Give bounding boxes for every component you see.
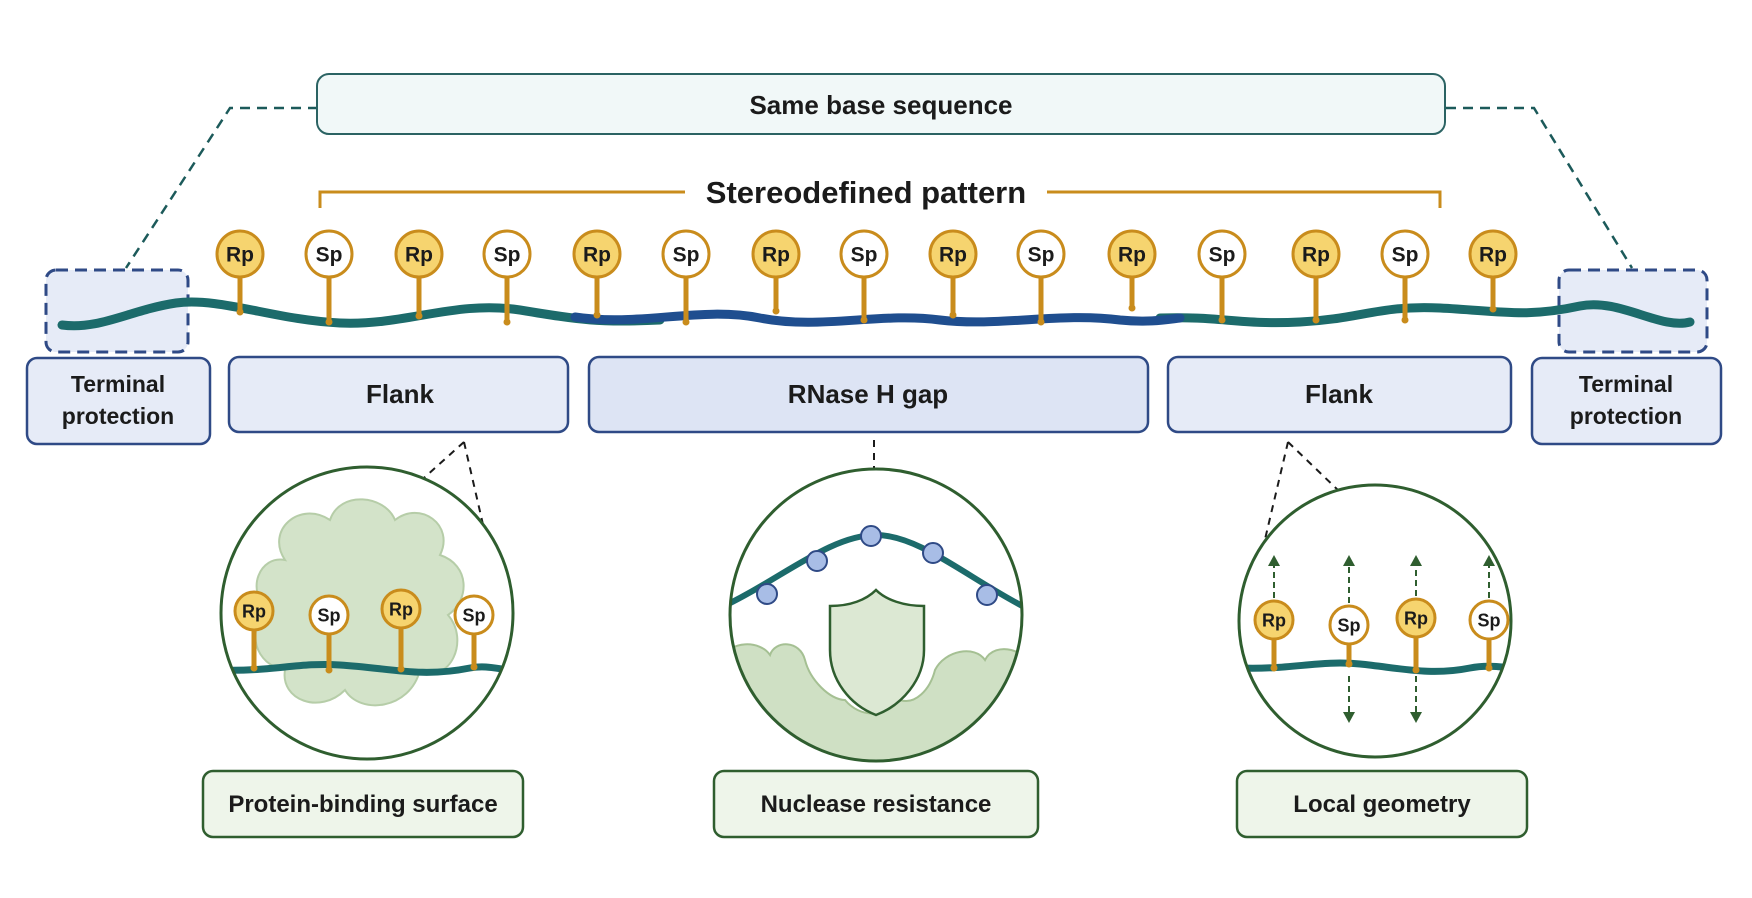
stereocenter-rp: Rp — [215, 229, 265, 316]
terminal-left-label-1: Terminal — [71, 371, 165, 397]
inset-protein: Rp Sp Rp Sp — [219, 465, 515, 761]
stereocenter-label: Rp — [405, 244, 433, 267]
arrow-down-icon — [1410, 712, 1422, 723]
stereodefined-label: Stereodefined pattern — [706, 175, 1026, 210]
stereocenter-label: Sp — [1209, 244, 1236, 267]
stereocenter-label: Rp — [762, 244, 790, 267]
stereocenter-sp: Sp — [661, 229, 711, 326]
main-stereocenters: Rp Sp Rp Sp Rp Sp Rp Sp Rp Sp Rp Sp Rp Sp Rp — [215, 229, 1518, 326]
inset-nuclease — [728, 467, 1024, 763]
nuclease-resistance-label: Nuclease resistance — [761, 791, 992, 818]
stereocenter-label: Rp — [389, 599, 413, 619]
protein-stereocenter-rp: Rp — [380, 588, 422, 673]
stereocenter-sp: Sp — [1197, 229, 1247, 324]
region-terminal-left: Terminal protection — [25, 356, 212, 446]
geometry-stereocenter-sp: Sp — [1468, 599, 1510, 672]
stereocenter-label: Rp — [1404, 608, 1428, 628]
region-terminal-right: Terminal protection — [1530, 356, 1723, 446]
geometry-stereocenter-sp: Sp — [1328, 604, 1370, 668]
protein-stereocenter-sp: Sp — [453, 594, 495, 671]
stereocenter-label: Sp — [1028, 244, 1055, 267]
same-sequence-box: Same base sequence — [316, 73, 1446, 135]
gap-label: RNase H gap — [788, 379, 948, 409]
stereocenter-label: Rp — [242, 601, 266, 621]
geometry-arrows — [1268, 555, 1495, 723]
arrow-up-icon — [1483, 555, 1495, 566]
terminal-right-label-2: protection — [1570, 403, 1682, 429]
stereocenter-label: Rp — [1118, 244, 1146, 267]
stereocenter-label: Rp — [1262, 610, 1286, 630]
label-local-geometry: Local geometry — [1235, 769, 1529, 839]
flank-left-label: Flank — [366, 379, 434, 409]
region-flank-left: Flank — [227, 355, 570, 434]
stereocenter-label: Sp — [494, 244, 521, 267]
stereodefined-bracket: Stereodefined pattern — [318, 175, 1442, 210]
stereocenter-label: Sp — [316, 244, 343, 267]
terminal-right-label-1: Terminal — [1579, 371, 1673, 397]
arrow-up-icon — [1268, 555, 1280, 566]
geometry-stereocenter-rp: Rp — [1395, 597, 1437, 674]
label-nuclease-resistance: Nuclease resistance — [712, 769, 1040, 839]
protein-stereocenter-rp: Rp — [233, 590, 275, 672]
stereocenter-label: Sp — [462, 605, 485, 625]
stereocenter-sp: Sp — [482, 229, 532, 326]
protein-stereocenters: Rp Sp Rp Sp — [233, 588, 495, 674]
region-flank-right: Flank — [1166, 355, 1513, 434]
stereocenter-label: Sp — [673, 244, 700, 267]
gap-segment — [570, 309, 1185, 327]
stereocenter-label: Rp — [939, 244, 967, 267]
stereocenter-label: Rp — [1302, 244, 1330, 267]
stereocenter-label: Sp — [317, 605, 340, 625]
stereocenter-rp: Rp — [572, 229, 622, 319]
protein-blob — [254, 498, 465, 707]
label-protein-binding: Protein-binding surface — [201, 769, 525, 839]
terminal-left-dash-box — [44, 268, 190, 354]
stereocenter-rp: Rp — [928, 229, 978, 319]
local-geometry-label: Local geometry — [1293, 791, 1471, 818]
stereocenter-sp: Sp — [304, 229, 354, 326]
stereocenter-label: Sp — [1337, 615, 1360, 635]
stereocenter-label: Rp — [226, 244, 254, 267]
geometry-stereocenter-rp: Rp — [1253, 599, 1295, 672]
arrow-down-icon — [1343, 712, 1355, 723]
stereocenter-label: Sp — [851, 244, 878, 267]
geometry-stereocenters: Rp Sp Rp Sp — [1253, 597, 1510, 674]
protein-binding-label: Protein-binding surface — [228, 791, 497, 818]
stereocenter-rp: Rp — [1291, 229, 1341, 324]
stereocenter-label: Sp — [1477, 610, 1500, 630]
region-gap: RNase H gap — [587, 355, 1150, 434]
protein-inset-strand — [221, 660, 513, 676]
flank-right-label: Flank — [1305, 379, 1373, 409]
stereocenter-sp: Sp — [1380, 229, 1430, 324]
arrow-up-icon — [1410, 555, 1422, 566]
stereocenter-rp: Rp — [394, 229, 444, 320]
terminal-left-label-2: protection — [62, 403, 174, 429]
same-sequence-label: Same base sequence — [749, 90, 1012, 120]
stereocenter-sp: Sp — [839, 229, 889, 324]
stereocenter-rp: Rp — [1468, 229, 1518, 313]
right-connector — [1446, 106, 1634, 269]
protein-stereocenter-sp: Sp — [308, 594, 350, 674]
shield-icon — [828, 588, 926, 717]
arrow-up-icon — [1343, 555, 1355, 566]
stereocenter-label: Rp — [1479, 244, 1507, 267]
strand-backbone — [57, 297, 1695, 331]
stereocenter-rp: Rp — [751, 229, 801, 315]
stereocenter-sp: Sp — [1016, 229, 1066, 326]
left-connector — [124, 106, 318, 269]
stereocenter-label: Sp — [1392, 244, 1419, 267]
inset-geometry: Rp Sp Rp Sp — [1237, 483, 1513, 759]
stereocenter-rp: Rp — [1107, 229, 1157, 312]
stereocenter-label: Rp — [583, 244, 611, 267]
